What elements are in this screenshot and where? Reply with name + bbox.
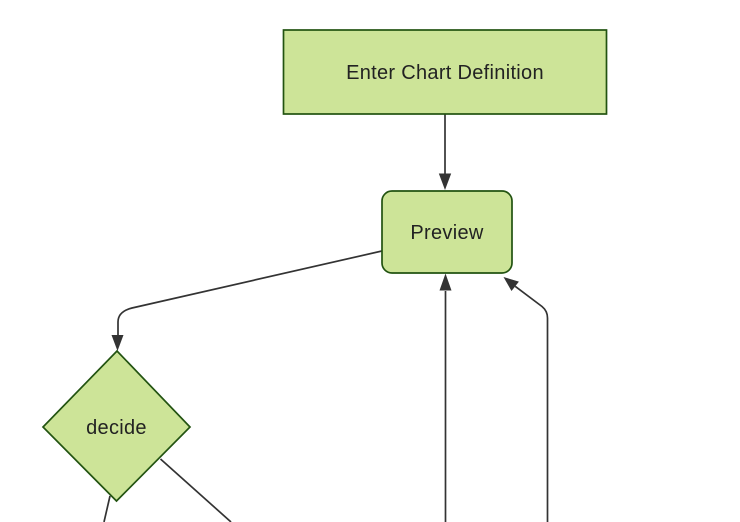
diamond-node-shape (41, 349, 192, 503)
rounded-rectangle-node-shape (381, 190, 513, 274)
edge-line (103, 495, 111, 522)
arrowhead-into-preview-top (438, 173, 452, 190)
rectangle-node-shape (282, 29, 608, 115)
edge-line (159, 458, 232, 522)
node-preview: Preview (381, 190, 513, 274)
arrowhead-into-preview-bottom-right (503, 277, 519, 291)
edge-preview-to-decide (111, 250, 383, 351)
edge-line (117, 250, 383, 337)
edge-offscreen-to-preview-bottom-right (503, 277, 549, 522)
edge-enter-chart-definition-to-preview (438, 114, 452, 190)
node-label-enter-chart-definition: Enter Chart Definition (346, 62, 544, 84)
node-label-preview: Preview (410, 222, 483, 244)
arrowhead-into-decide-top (111, 335, 124, 351)
node-label-decide: decide (86, 417, 147, 439)
edge-line (514, 285, 549, 522)
edge-decide-to-offscreen-right (159, 458, 232, 522)
edge-decide-to-offscreen-left (103, 495, 111, 522)
arrowhead-into-preview-bottom (439, 273, 452, 291)
node-decide: decide (41, 349, 192, 503)
edge-offscreen-to-preview-bottom (439, 273, 452, 522)
node-enter-chart-definition: Enter Chart Definition (282, 29, 608, 115)
